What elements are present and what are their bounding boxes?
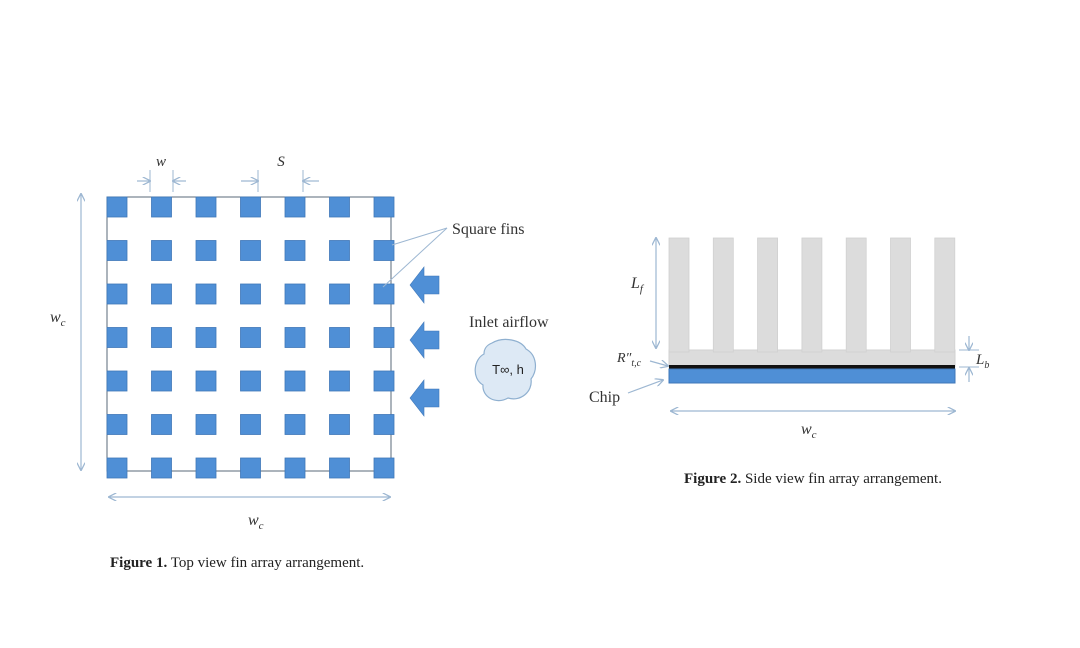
contact-resistance-callout: R″t,c xyxy=(616,351,668,369)
square-fin xyxy=(195,414,217,435)
fin-length-label: Lf xyxy=(630,275,645,295)
square-fin xyxy=(329,457,350,479)
square-fin xyxy=(329,327,350,348)
square-fin xyxy=(284,240,306,261)
fin-spacing-label: S xyxy=(277,154,285,170)
chip-width-dimension: wc xyxy=(671,411,955,441)
square-fin xyxy=(329,414,350,435)
square-fin xyxy=(240,327,261,348)
square-fin xyxy=(195,283,217,305)
airflow-arrow xyxy=(409,321,440,359)
chip-callout: Chip xyxy=(589,380,663,406)
side-fin-row xyxy=(668,237,956,353)
figure-1-caption: Figure 1. Top view fin array arrangement… xyxy=(110,555,364,572)
fin-base xyxy=(668,349,956,368)
airflow-arrows xyxy=(409,266,440,417)
chip-width-bottom-label: wc xyxy=(248,512,264,532)
square-fin xyxy=(373,196,395,218)
square-fin xyxy=(151,240,172,261)
side-fin xyxy=(668,237,690,353)
square-fin xyxy=(240,370,261,392)
figure-2-caption-number: Figure 2. xyxy=(684,471,742,487)
square-fin xyxy=(240,414,261,435)
square-fin xyxy=(195,240,217,261)
square-fin xyxy=(373,414,395,435)
square-fin xyxy=(329,196,350,218)
square-fin xyxy=(106,283,128,305)
square-fin xyxy=(151,283,172,305)
fin-length-dimension: Lf xyxy=(630,238,656,348)
square-fin xyxy=(240,196,261,218)
square-fin xyxy=(106,414,128,435)
figure-2-caption-text: Side view fin array arrangement. xyxy=(741,471,942,487)
square-fin xyxy=(373,283,395,305)
square-fin xyxy=(373,327,395,348)
square-fin xyxy=(151,370,172,392)
square-fin xyxy=(284,196,306,218)
square-fin xyxy=(195,370,217,392)
square-fin xyxy=(373,370,395,392)
square-fin xyxy=(329,370,350,392)
chip-width-left-label: wc xyxy=(50,309,66,329)
square-fin xyxy=(106,457,128,479)
ambient-condition-blob: T∞, h xyxy=(474,338,536,402)
figure-1-top-view: w S wc wc Square fins Inlet airflow xyxy=(50,154,549,532)
square-fin xyxy=(329,240,350,261)
side-fin xyxy=(845,237,867,353)
square-fin xyxy=(151,414,172,435)
chip-width-horizontal-dimension: wc xyxy=(109,497,390,532)
side-fin xyxy=(934,237,956,353)
figure-2-caption: Figure 2. Side view fin array arrangemen… xyxy=(684,471,942,488)
fin-width-label: w xyxy=(156,154,166,170)
base-thickness-label: Lb xyxy=(975,352,989,371)
side-fin xyxy=(801,237,823,353)
square-fin xyxy=(151,457,172,479)
square-fin xyxy=(284,327,306,348)
square-fin xyxy=(373,240,395,261)
square-fin xyxy=(106,370,128,392)
chip-width-vertical-dimension: wc xyxy=(50,194,81,470)
square-fin xyxy=(195,457,217,479)
square-fin xyxy=(240,283,261,305)
side-fin xyxy=(712,237,734,353)
contact-resistance-label: R″t,c xyxy=(616,351,642,369)
square-fin xyxy=(195,196,217,218)
square-fins-callout: Square fins xyxy=(382,221,524,288)
square-fin xyxy=(329,283,350,305)
side-fin xyxy=(757,237,778,353)
square-fin xyxy=(284,457,306,479)
chip-width-label: wc xyxy=(801,421,817,441)
square-fin xyxy=(151,196,172,218)
inlet-airflow-label: Inlet airflow xyxy=(469,314,549,331)
square-fins-label: Square fins xyxy=(452,221,524,238)
square-fin xyxy=(240,457,261,479)
airflow-arrow xyxy=(409,266,440,304)
square-fin xyxy=(284,414,306,435)
base-thickness-dimension: Lb xyxy=(959,336,989,382)
thermal-interface-layer xyxy=(669,365,955,369)
square-fin xyxy=(195,327,217,348)
side-fin xyxy=(890,237,911,353)
fin-width-dimension: w xyxy=(137,154,186,192)
square-fin xyxy=(106,196,128,218)
square-fin xyxy=(240,240,261,261)
square-fin xyxy=(284,370,306,392)
square-fin-grid xyxy=(106,196,395,479)
square-fin xyxy=(373,457,395,479)
chip-block xyxy=(668,368,956,384)
square-fin xyxy=(151,327,172,348)
ambient-temperature-label: T∞, h xyxy=(492,362,524,377)
square-fin xyxy=(106,327,128,348)
square-fin xyxy=(284,283,306,305)
figure-1-caption-number: Figure 1. xyxy=(110,555,168,571)
fin-spacing-dimension: S xyxy=(241,154,319,192)
figure-1-caption-text: Top view fin array arrangement. xyxy=(167,555,365,571)
figure-2-side-view: Lf Lb R″t,c Chip wc xyxy=(589,238,989,441)
square-fin xyxy=(106,240,128,261)
airflow-arrow xyxy=(409,379,440,417)
chip-label: Chip xyxy=(589,389,620,406)
